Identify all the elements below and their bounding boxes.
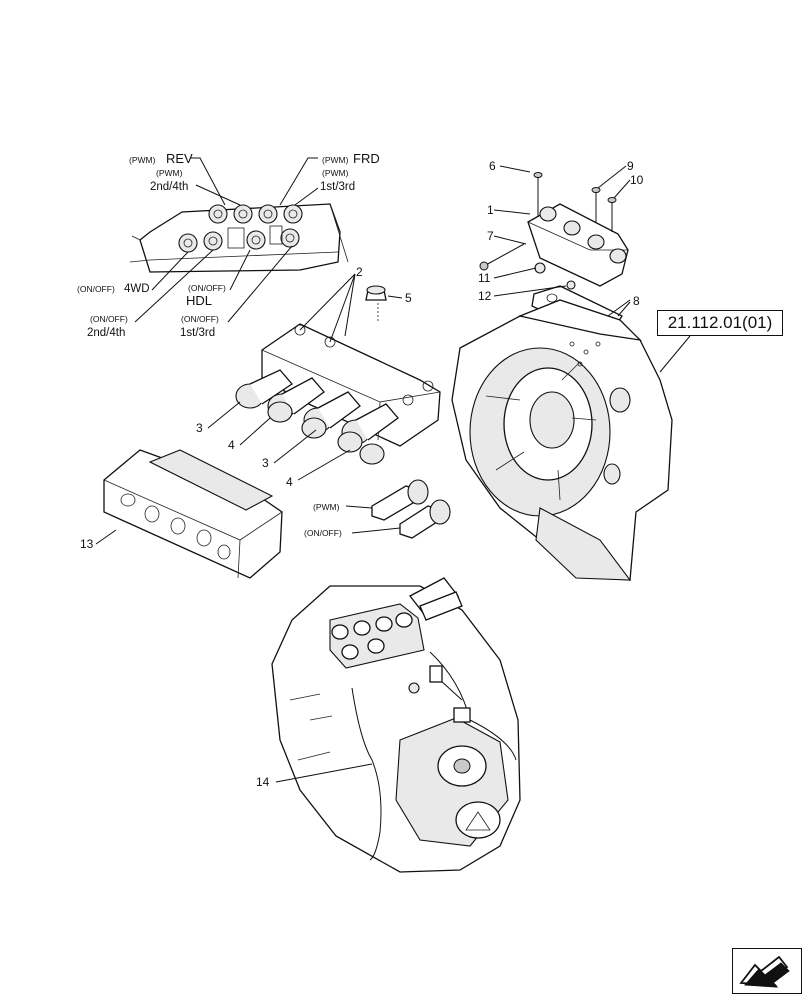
callout-12: 12	[478, 289, 492, 303]
callout-6: 6	[489, 159, 496, 173]
callout-5: 5	[405, 291, 412, 305]
solenoid-bottom-row	[178, 228, 300, 253]
plug-item-5	[365, 285, 387, 301]
callout-3-upper: 3	[196, 421, 203, 435]
transmission-housing-item-8	[451, 299, 691, 581]
pwm-valve-label: (PWM)	[313, 502, 340, 512]
callout-numbers: 2 5 3 4 3 4 13 6 9 10 1 7 11 12 8 14	[80, 159, 644, 789]
control-valve-assembly	[207, 273, 441, 481]
4wd-mode-label: (ON/OFF)	[77, 284, 115, 294]
solenoid-position-inset	[129, 157, 349, 323]
hdl-mode-label: (ON/OFF)	[188, 283, 226, 293]
24-onoff-mode-label: (ON/OFF)	[90, 314, 128, 324]
valve-block-assembly-top-right	[479, 165, 631, 335]
rev-mode-label: (PWM)	[129, 155, 156, 165]
callout-7: 7	[487, 229, 494, 243]
callout-11: 11	[478, 271, 491, 285]
next-page-button[interactable]	[732, 948, 802, 994]
onoff-valve-label: (ON/OFF)	[304, 528, 342, 538]
4wd-name-label: 4WD	[124, 283, 150, 295]
13-onoff-mode-label: (ON/OFF)	[181, 314, 219, 324]
13-onoff-name-label: 1st/3rd	[180, 327, 215, 339]
manifold-plate-item-13	[95, 449, 283, 579]
callout-4-lower: 4	[286, 475, 293, 489]
callout-8: 8	[633, 294, 640, 308]
callout-14: 14	[256, 775, 270, 789]
callout-10: 10	[630, 173, 644, 187]
hdl-name-label: HDL	[186, 293, 212, 308]
rev-name-label: REV	[166, 151, 193, 166]
callout-13: 13	[80, 537, 94, 551]
loose-valve-group	[345, 479, 451, 539]
frd-mode-label: (PWM)	[322, 155, 349, 165]
solenoid-top-row	[208, 204, 303, 224]
frd-name-label: FRD	[353, 151, 380, 166]
solenoid-row-upper	[235, 369, 399, 445]
callout-4-upper: 4	[228, 438, 235, 452]
solenoid-row-lower	[267, 401, 385, 465]
g13-pwm-mode-label: (PWM)	[322, 168, 349, 178]
transmission-assembly-item-14	[271, 577, 521, 873]
callout-2: 2	[356, 265, 363, 279]
callout-1: 1	[487, 203, 494, 217]
next-page-arrow-icon	[739, 955, 790, 988]
callout-9: 9	[627, 159, 634, 173]
solenoid-label-group: (PWM) REV (PWM) 2nd/4th (PWM) FRD (PWM) …	[77, 151, 380, 339]
24-onoff-name-label: 2nd/4th	[87, 327, 125, 339]
callout-3-lower: 3	[262, 456, 269, 470]
g24-pwm-mode-label: (PWM)	[156, 168, 183, 178]
g13-pwm-name-label: 1st/3rd	[320, 181, 355, 193]
section-reference-link[interactable]: 21.112.01(01)	[657, 310, 783, 336]
g24-pwm-name-label: 2nd/4th	[150, 181, 188, 193]
